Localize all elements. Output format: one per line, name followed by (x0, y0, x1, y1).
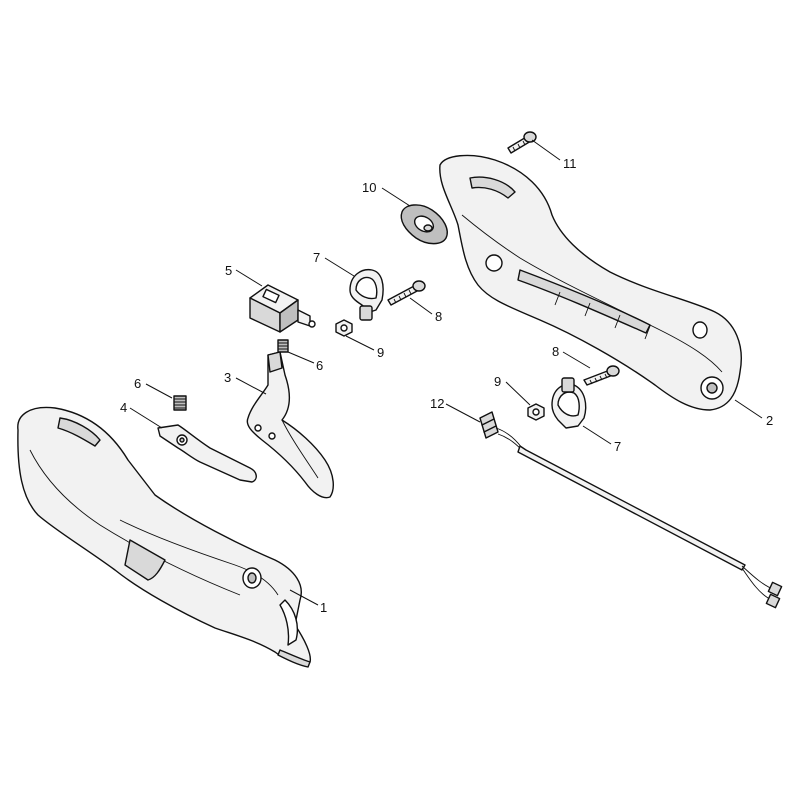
leader-7a (324, 257, 355, 277)
callout-leaders (129, 139, 763, 606)
part-9-nut-upper (335, 319, 353, 337)
part-4-lockout-lever (157, 424, 257, 483)
part-6-spring-lower (173, 395, 187, 411)
callout-8b: 8 (552, 344, 559, 359)
leader-10 (381, 187, 411, 207)
leader-11 (531, 139, 561, 161)
callout-5: 5 (225, 263, 232, 278)
leader-7b (582, 425, 612, 445)
leader-12 (445, 403, 481, 423)
callout-8a: 8 (435, 309, 442, 324)
leader-8b (562, 351, 591, 369)
callout-1: 1 (320, 600, 327, 615)
part-1-handle-left (17, 406, 312, 668)
part-12-wire-harness (479, 411, 783, 609)
callout-7a: 7 (313, 250, 320, 265)
callout-6a: 6 (316, 358, 323, 373)
callout-11: 11 (563, 156, 577, 171)
leader-2 (734, 399, 763, 419)
callout-10: 10 (362, 180, 376, 195)
part-3-throttle-trigger (246, 351, 334, 499)
part-9-nut-lower (527, 403, 545, 421)
part-8-screw-lower (583, 365, 620, 386)
part-7-clamp-lower (551, 377, 587, 429)
leader-9a (345, 335, 375, 351)
leader-4 (129, 407, 163, 429)
leader-5 (235, 269, 263, 287)
part-6-spring-upper (277, 339, 289, 353)
callout-3: 3 (224, 370, 231, 385)
part-5-switch (249, 284, 316, 333)
callout-7b: 7 (614, 439, 621, 454)
callout-labels: 1 2 3 4 5 6 6 7 7 8 8 9 9 10 11 12 (120, 156, 773, 615)
leader-3 (235, 377, 267, 395)
callout-2: 2 (766, 413, 773, 428)
part-7-clamp-upper (349, 268, 384, 321)
leader-8a (409, 297, 433, 315)
leader-9b (505, 381, 531, 406)
part-2-handle-right (439, 154, 742, 411)
callout-6b: 6 (134, 376, 141, 391)
part-10-grommet (400, 204, 448, 245)
callout-12: 12 (430, 396, 444, 411)
callout-9b: 9 (494, 374, 501, 389)
leader-6a (287, 351, 315, 364)
callout-4: 4 (120, 400, 127, 415)
part-11-screw (507, 131, 537, 154)
part-8-screw-upper (387, 280, 426, 306)
callout-9a: 9 (377, 345, 384, 360)
leader-1 (289, 589, 319, 606)
leader-6b (145, 383, 173, 399)
